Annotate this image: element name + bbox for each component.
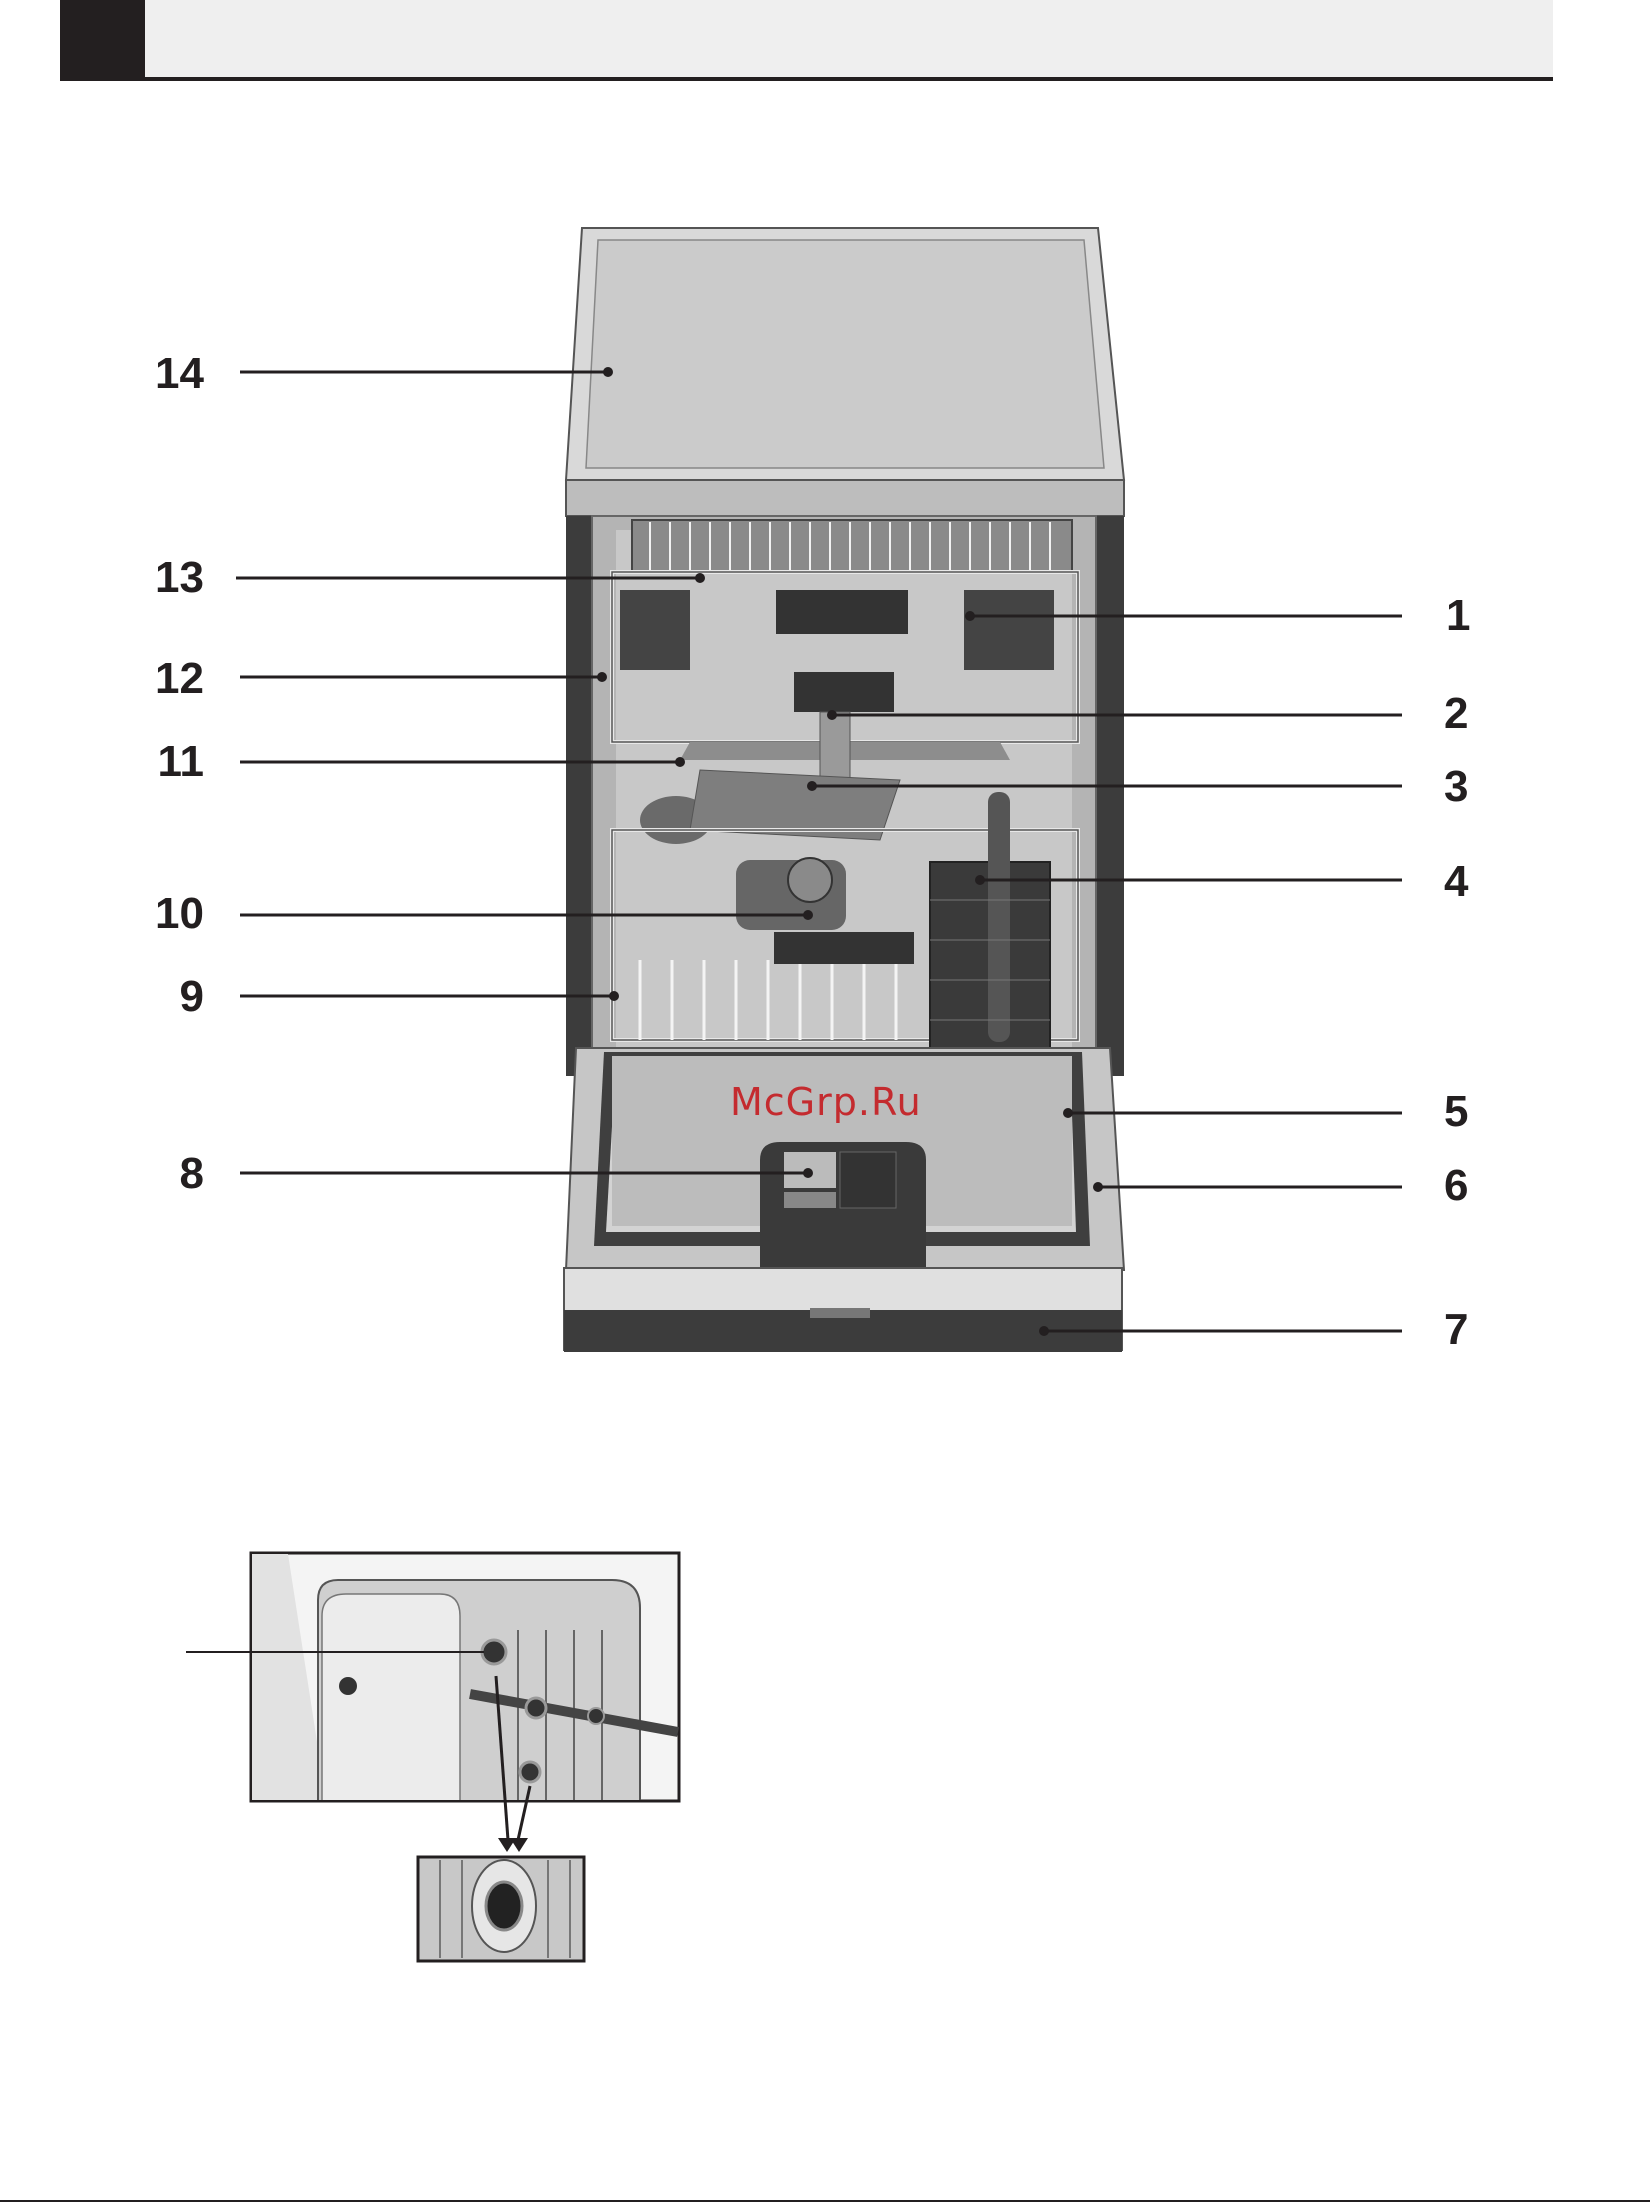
callout-2: 2 — [1444, 692, 1524, 736]
callout-5: 5 — [1444, 1090, 1524, 1134]
callout-10: 10 — [124, 892, 204, 936]
callout-7: 7 — [1444, 1308, 1524, 1352]
footer-rule — [0, 2200, 1650, 2202]
callout-9: 9 — [124, 975, 204, 1019]
callout-3: 3 — [1444, 765, 1524, 809]
callout-13: 13 — [124, 556, 204, 600]
callout-11: 11 — [124, 740, 204, 784]
callout-14: 14 — [124, 352, 204, 396]
callout-12: 12 — [124, 657, 204, 701]
rack-rail-detail-inset — [186, 1553, 679, 1961]
dishwasher-body — [564, 228, 1124, 1352]
callout-4: 4 — [1444, 860, 1524, 904]
callout-6: 6 — [1444, 1164, 1524, 1208]
watermark-text: McGrp.Ru — [730, 1080, 922, 1124]
callout-1: 1 — [1446, 594, 1526, 638]
callout-8: 8 — [124, 1152, 204, 1196]
